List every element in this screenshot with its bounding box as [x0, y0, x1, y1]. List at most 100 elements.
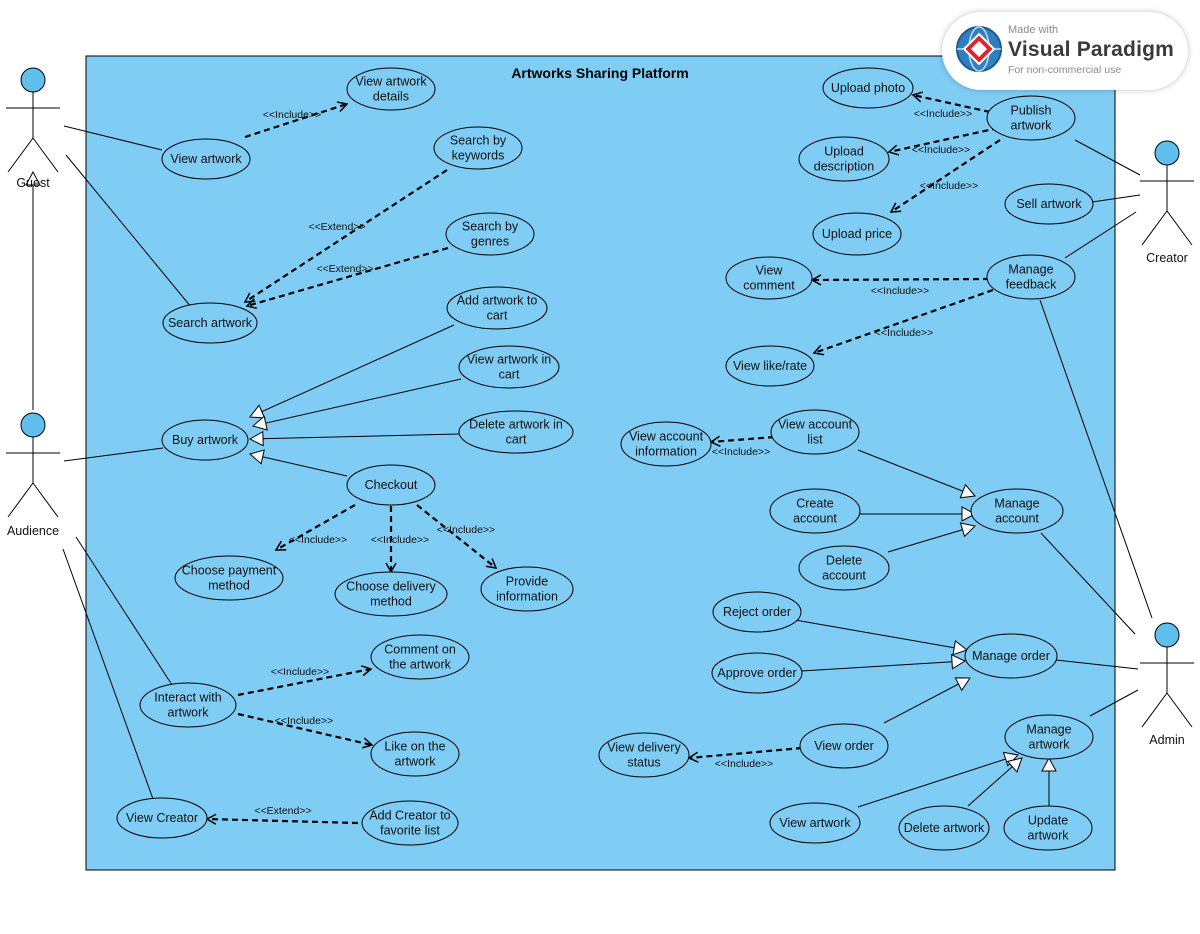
- visual-paradigm-badge[interactable]: Made with Visual Paradigm For non-commer…: [942, 12, 1188, 90]
- use-case-buy-artwork[interactable]: Buy artwork: [161, 419, 249, 461]
- use-case-label: Approve order: [717, 666, 796, 680]
- actor-admin[interactable]: Admin: [1140, 622, 1194, 747]
- include-label: <<Include>>: [371, 534, 429, 546]
- use-case-label: Search by: [450, 134, 507, 148]
- use-case-sell-artwork[interactable]: Sell artwork: [1004, 183, 1094, 225]
- use-case-label: View artwork: [170, 152, 242, 166]
- badge-subtitle: For non-commercial use: [1008, 64, 1122, 76]
- actor-guest[interactable]: Guest: [6, 67, 60, 190]
- actor-creator[interactable]: Creator: [1140, 140, 1194, 265]
- include-line: [911, 91, 991, 114]
- extend-line: [245, 246, 449, 310]
- use-case-label: Sell artwork: [1016, 197, 1082, 211]
- use-case-upload-price[interactable]: Upload price: [812, 212, 902, 256]
- use-case-label: View Creator: [126, 811, 198, 825]
- generalization-line: [794, 619, 969, 656]
- use-case-label: View order: [814, 739, 874, 753]
- include-line: [709, 435, 775, 447]
- generalization-line: [249, 324, 455, 419]
- use-case-label: View: [756, 264, 784, 278]
- include-label: <<Include>>: [875, 327, 933, 339]
- use-case-view-artwork[interactable]: View artwork: [161, 138, 251, 180]
- include-label: <<Include>>: [912, 144, 970, 156]
- use-case-label: Buy artwork: [172, 433, 239, 447]
- use-case-label: account: [995, 512, 1039, 526]
- use-case-label: Provide: [506, 575, 548, 589]
- association-line: [1074, 139, 1141, 176]
- use-case-reject-order[interactable]: Reject order: [712, 591, 802, 633]
- use-case-label: Interact with: [154, 691, 221, 705]
- generalization-line: [887, 522, 977, 553]
- use-case-label: Like on the: [384, 740, 445, 754]
- use-case-view-order[interactable]: View order: [799, 723, 889, 769]
- association-line: [75, 536, 175, 689]
- actor-audience[interactable]: Audience: [6, 412, 60, 538]
- association-line: [62, 548, 154, 800]
- use-case-label: details: [373, 90, 409, 104]
- use-case-delete-artwork[interactable]: Delete artwork: [898, 805, 990, 851]
- include-label: <<Include>>: [712, 446, 770, 458]
- actor-label-creator: Creator: [1146, 251, 1188, 265]
- use-case-label: Manage: [1026, 723, 1071, 737]
- use-case-label: information: [496, 590, 558, 604]
- use-case-label: list: [807, 433, 823, 447]
- use-case-label: information: [635, 445, 697, 459]
- use-case-label: Upload photo: [831, 81, 905, 95]
- use-case-upload-photo[interactable]: Upload photo: [822, 67, 914, 109]
- include-line: [244, 101, 349, 139]
- include-line: [889, 139, 1001, 213]
- system-boundary: [85, 55, 1116, 871]
- include-label: <<Include>>: [275, 715, 333, 727]
- include-label: <<Include>>: [920, 180, 978, 192]
- actor-label-guest: Guest: [16, 176, 50, 190]
- use-case-label: Publish: [1011, 104, 1052, 118]
- use-case-checkout[interactable]: Checkout: [346, 464, 436, 506]
- generalization-line: [248, 430, 460, 447]
- use-case-label: Search by: [462, 220, 519, 234]
- generalization-line: [857, 751, 1020, 808]
- actor-label-audience: Audience: [7, 524, 59, 538]
- use-case-label: cart: [506, 433, 527, 447]
- use-case-view-like-rate[interactable]: View like/rate: [725, 345, 815, 387]
- use-case-view-artwork-admin[interactable]: View artwork: [769, 802, 861, 844]
- use-case-label: artwork: [395, 755, 437, 769]
- use-case-view-creator[interactable]: View Creator: [116, 797, 208, 839]
- include-line: [237, 712, 374, 749]
- generalization-line: [967, 757, 1023, 807]
- use-case-approve-order[interactable]: Approve order: [711, 652, 803, 694]
- extend-label: <<Extend>>: [316, 263, 373, 275]
- include-line: [687, 746, 803, 763]
- badge-brand: Visual Paradigm: [1008, 38, 1175, 61]
- use-case-label: status: [627, 756, 660, 770]
- use-case-label: Create: [796, 497, 834, 511]
- use-case-manage-order[interactable]: Manage order: [964, 633, 1058, 679]
- use-case-label: Delete artwork: [904, 821, 985, 835]
- use-case-search-artwork[interactable]: Search artwork: [162, 302, 258, 344]
